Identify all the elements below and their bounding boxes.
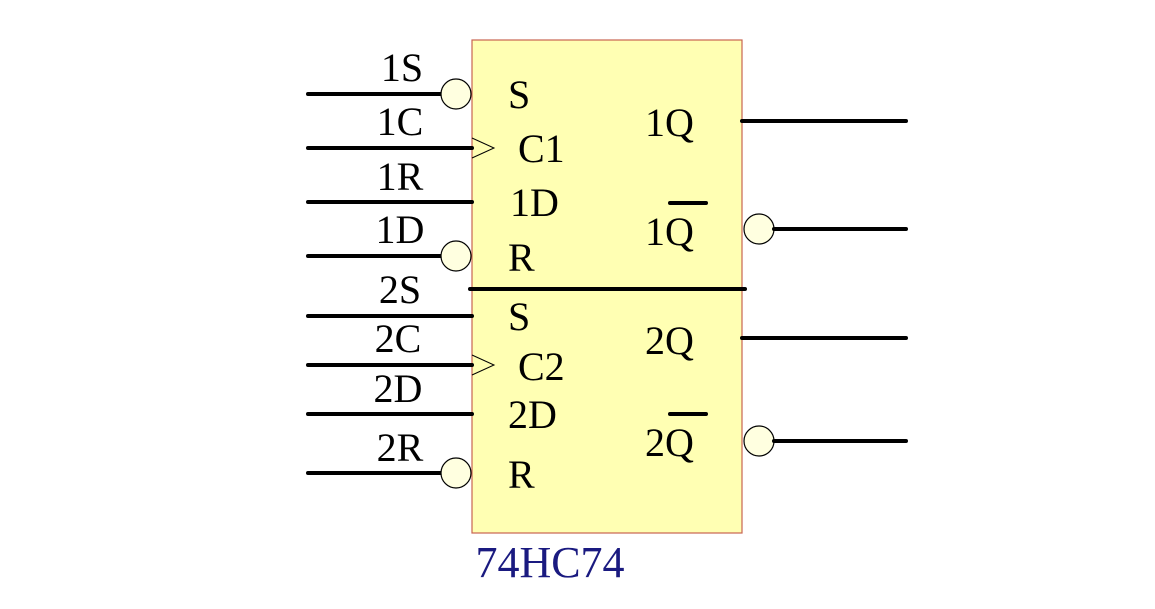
ff1-output-label-q: 1Q bbox=[645, 100, 694, 145]
external-pin-label-2d: 2D bbox=[374, 366, 423, 411]
ff2-input-label-s: S bbox=[508, 294, 530, 339]
ff2-input-label-2d: 2D bbox=[508, 392, 557, 437]
ff2-input-label-r: R bbox=[508, 452, 535, 497]
part-number-label: 74HC74 bbox=[475, 538, 624, 587]
external-pin-label-2s: 2S bbox=[379, 267, 421, 312]
external-pin-label-2r: 2R bbox=[377, 425, 424, 470]
input-inversion-bubble-2r bbox=[440, 457, 472, 489]
ff1-input-label-s: S bbox=[508, 72, 530, 117]
external-pin-label-1d: 1D bbox=[376, 207, 425, 252]
ff1-input-label-1d: 1D bbox=[510, 180, 559, 225]
external-pin-label-1c: 1C bbox=[377, 99, 424, 144]
output-inversion-bubble-2q bbox=[743, 425, 775, 457]
ff2-input-label-c2: C2 bbox=[518, 344, 565, 389]
output-inversion-bubble-1q bbox=[743, 213, 775, 245]
clock-triangle-1 bbox=[471, 137, 496, 159]
clock-triangle-2 bbox=[471, 354, 496, 376]
chip-body bbox=[471, 39, 743, 534]
external-pin-label-2c: 2C bbox=[375, 316, 422, 361]
ff2-output-label-q-inverted: 2Q bbox=[645, 420, 694, 465]
external-pin-label-1s: 1S bbox=[381, 45, 423, 90]
external-pin-label-1r: 1R bbox=[377, 154, 424, 199]
input-inversion-bubble-1d bbox=[440, 240, 472, 272]
ff1-input-label-c1: C1 bbox=[518, 126, 565, 171]
ff1-output-label-q-inverted: 1Q bbox=[645, 209, 694, 254]
ff2-output-label-q: 2Q bbox=[645, 318, 694, 363]
ff1-input-label-r: R bbox=[508, 235, 535, 280]
input-inversion-bubble-1s bbox=[440, 78, 472, 110]
